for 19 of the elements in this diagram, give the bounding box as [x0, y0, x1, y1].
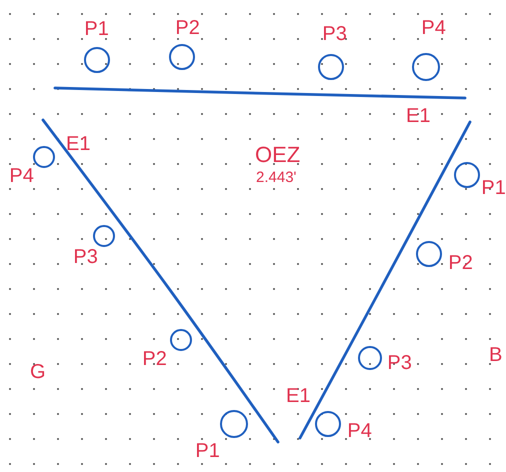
point-label: P2 — [142, 349, 167, 370]
handwritten-label: 2.443' — [256, 170, 296, 185]
point-label: P3 — [322, 24, 347, 44]
handwritten-label: E1 — [286, 386, 310, 406]
point-label: P2 — [175, 18, 200, 38]
handwritten-label: G — [30, 362, 46, 382]
point-label: P3 — [73, 247, 98, 268]
point-label: P4 — [9, 166, 34, 186]
point-label: P1 — [195, 441, 220, 462]
point-label: P1 — [84, 19, 109, 40]
point-label: P4 — [421, 18, 446, 38]
point-label: P3 — [387, 353, 412, 374]
point-label: P4 — [347, 421, 372, 442]
handwritten-label: OEZ — [255, 144, 300, 166]
point-label: P1 — [481, 178, 506, 198]
point-label: P2 — [448, 253, 473, 274]
handwritten-label: E1 — [406, 106, 430, 126]
handwritten-label: B — [489, 345, 502, 365]
handwritten-label: E1 — [66, 134, 90, 154]
